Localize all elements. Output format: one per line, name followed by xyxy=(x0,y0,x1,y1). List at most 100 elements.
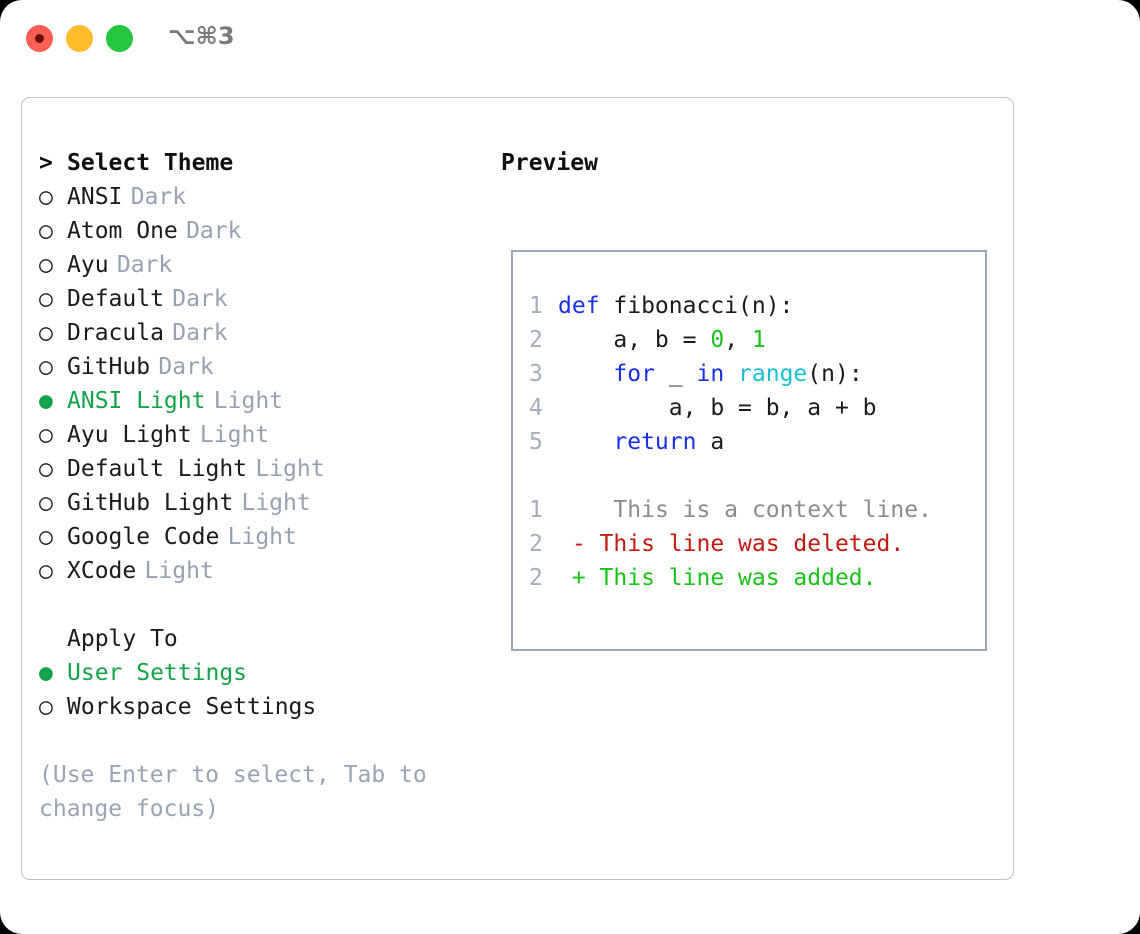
close-icon xyxy=(35,34,44,43)
radio-selected-icon: ● xyxy=(39,660,53,686)
code-line: 1 def fibonacci(n): xyxy=(529,289,979,323)
code-token: a xyxy=(696,429,725,455)
theme-option-name: Ayu xyxy=(67,252,109,278)
code-token: def xyxy=(558,293,614,319)
theme-variant-label: Dark xyxy=(186,218,242,244)
theme-variant-label: Dark xyxy=(172,320,228,346)
preview-gap xyxy=(529,459,979,493)
code-token: in xyxy=(696,361,725,387)
diff-text: This is a context line. xyxy=(585,497,932,523)
code-line-number: 4 xyxy=(529,395,543,421)
theme-option-row[interactable]: ○ Ayu Dark xyxy=(39,248,489,282)
code-line-number: 5 xyxy=(529,429,543,455)
code-token: , xyxy=(724,327,752,353)
theme-option-row[interactable]: ○ ANSI Dark xyxy=(39,180,489,214)
radio-unselected-icon: ○ xyxy=(39,320,53,346)
radio-unselected-icon: ○ xyxy=(39,422,53,448)
theme-option-name: Default Light xyxy=(67,456,248,482)
theme-variant-label: Light xyxy=(241,490,311,516)
close-window-button[interactable] xyxy=(26,25,53,52)
theme-option-row[interactable]: ○ Default Dark xyxy=(39,282,489,316)
code-preview-area: 1 def fibonacci(n): 2 a, b = 0, 1 3 for _ i… xyxy=(529,289,979,595)
theme-option-name: ANSI Light xyxy=(67,388,206,414)
apply-to-option-label: User Settings xyxy=(67,660,248,686)
diff-sign: + xyxy=(558,565,586,591)
code-token xyxy=(558,429,613,455)
preview-title: Preview xyxy=(501,150,598,176)
select-theme-heading-label: Select Theme xyxy=(67,150,234,176)
select-theme-heading: > Select Theme xyxy=(39,146,489,180)
theme-option-row[interactable]: ○ Ayu Light Light xyxy=(39,418,489,452)
radio-selected-icon: ● xyxy=(39,388,53,414)
radio-unselected-icon: ○ xyxy=(39,286,53,312)
theme-option-name: Dracula xyxy=(67,320,164,346)
theme-option-row[interactable]: ○ Dracula Dark xyxy=(39,316,489,350)
radio-unselected-icon: ○ xyxy=(39,354,53,380)
radio-unselected-icon: ○ xyxy=(39,694,53,720)
theme-option-name: GitHub Light xyxy=(67,490,234,516)
code-token: a, b = xyxy=(558,327,711,353)
radio-unselected-icon: ○ xyxy=(39,184,53,210)
code-token xyxy=(724,361,738,387)
theme-option-name: Ayu Light xyxy=(67,422,192,448)
theme-variant-label: Dark xyxy=(116,252,173,278)
code-token: _ xyxy=(654,361,697,387)
theme-option-name: Google Code xyxy=(67,524,220,550)
theme-option-name: ANSI xyxy=(67,184,123,210)
code-token: a, b = b, a + b xyxy=(558,395,877,421)
radio-unselected-icon: ○ xyxy=(39,524,53,550)
apply-to-heading: Apply To xyxy=(39,622,489,656)
maximize-window-button[interactable] xyxy=(106,25,133,52)
theme-option-row[interactable]: ○ GitHub Light Light xyxy=(39,486,489,520)
theme-variant-label: Dark xyxy=(172,286,228,312)
radio-unselected-icon: ○ xyxy=(39,490,53,516)
code-line-number: 1 xyxy=(529,293,543,319)
theme-variant-label: Dark xyxy=(130,184,187,210)
code-token: return xyxy=(613,429,697,455)
theme-option-row[interactable]: ○ Atom One Dark xyxy=(39,214,489,248)
apply-to-list: ● User Settings ○ Workspace Settings xyxy=(39,656,489,724)
diff-sign: - xyxy=(558,531,586,557)
theme-option-row[interactable]: ○ Google Code Light xyxy=(39,520,489,554)
code-token: fibonacci(n): xyxy=(613,293,794,319)
apply-to-option-row[interactable]: ○ Workspace Settings xyxy=(39,690,489,724)
code-line: 4 a, b = b, a + b xyxy=(529,391,979,425)
code-line-number: 3 xyxy=(529,361,543,387)
keyboard-hint-text: (Use Enter to select, Tab to change focu… xyxy=(39,762,427,822)
keyboard-shortcut-label: ⌥⌘3 xyxy=(168,22,235,50)
theme-variant-label: Light xyxy=(227,524,297,550)
radio-unselected-icon: ○ xyxy=(39,218,53,244)
code-token: for xyxy=(613,361,655,387)
code-token: 0 xyxy=(710,327,725,353)
code-line: 5 return a xyxy=(529,425,979,459)
radio-unselected-icon: ○ xyxy=(39,252,53,278)
minimize-window-button[interactable] xyxy=(66,25,93,52)
apply-to-heading-label: Apply To xyxy=(67,626,178,652)
code-line-number: 2 xyxy=(529,327,543,353)
list-spacer xyxy=(39,588,489,622)
code-token: range xyxy=(738,361,808,387)
theme-option-name: XCode xyxy=(67,558,137,584)
theme-option-name: Default xyxy=(67,286,164,312)
code-token xyxy=(558,361,613,387)
preview-column: Preview 1 def fibonacci(n): 2 a, b = 0, 1 3… xyxy=(501,146,1001,651)
theme-variant-label: Light xyxy=(199,422,270,448)
theme-variant-label: Light xyxy=(255,456,325,482)
diff-text: This line was deleted. xyxy=(585,531,905,557)
theme-option-name: Atom One xyxy=(67,218,178,244)
diff-line-number: 2 xyxy=(529,531,543,557)
apply-to-option-row[interactable]: ● User Settings xyxy=(39,656,489,690)
cursor-caret-icon: > xyxy=(39,150,53,176)
apply-to-option-label: Workspace Settings xyxy=(67,694,317,720)
diff-line: 2 - This line was deleted. xyxy=(529,527,979,561)
diff-line-number: 2 xyxy=(529,565,543,591)
title-bar: ⌥⌘3 xyxy=(0,0,1140,78)
diff-line: 1 This is a context line. xyxy=(529,493,979,527)
